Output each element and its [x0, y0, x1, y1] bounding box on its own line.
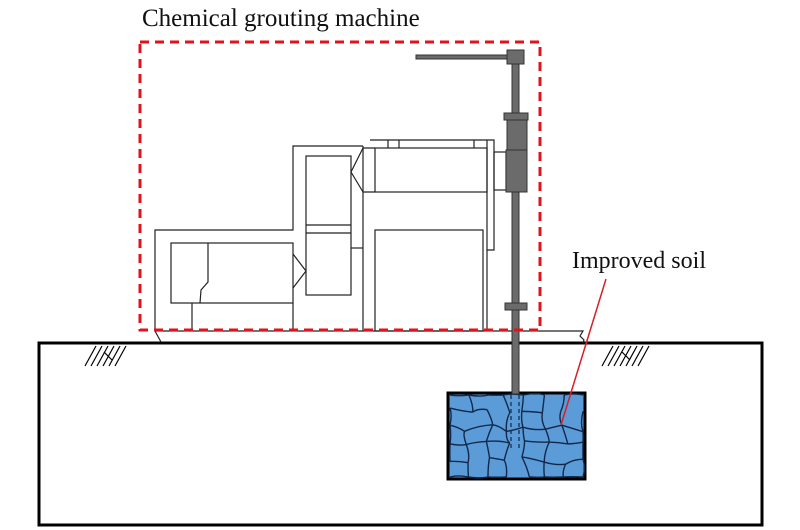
- soil-crack: [561, 424, 569, 445]
- soil-crack: [505, 412, 511, 432]
- soil-crack: [486, 440, 510, 444]
- soil-crack: [520, 411, 524, 428]
- machine-dashed-boundary: [138, 40, 542, 332]
- soil-crack: [521, 410, 543, 414]
- soil-crack: [544, 428, 550, 443]
- soil-crack: [485, 441, 491, 458]
- soil-crack: [489, 456, 505, 461]
- soil-crack: [449, 424, 465, 432]
- soil-crack: [487, 457, 491, 478]
- soil-crack: [472, 408, 488, 413]
- soil-crack: [561, 424, 584, 433]
- soil-crack: [524, 440, 550, 443]
- soil-crack: [468, 394, 489, 397]
- soil-crack: [545, 424, 562, 430]
- grouting-pipe: [415, 49, 529, 395]
- soil-crack: [485, 424, 494, 442]
- soil-crack: [486, 409, 494, 425]
- soil-crack: [449, 407, 473, 413]
- soil-label: Improved soil: [572, 248, 706, 274]
- soil-crack: [506, 426, 524, 433]
- soil-crack: [521, 456, 545, 463]
- soil-crack: [466, 440, 487, 446]
- soil-crack: [522, 426, 546, 431]
- soil-crack: [449, 443, 467, 446]
- soil-crack: [468, 476, 489, 479]
- soil-crack: [468, 394, 474, 413]
- soil-crack: [559, 394, 565, 413]
- ground-hatch-left: [84, 345, 127, 367]
- soil-cracks: [449, 392, 586, 479]
- soil-leader-line: [560, 278, 607, 426]
- soil-crack: [543, 461, 566, 466]
- soil-crack: [502, 394, 511, 413]
- ground-hatch-right: [601, 345, 650, 367]
- soil-crack: [465, 444, 470, 463]
- soil-crack: [543, 441, 550, 463]
- improved-soil-block: [446, 391, 587, 481]
- soil-crack: [463, 431, 467, 445]
- soil-crack: [503, 442, 511, 461]
- soil-crack: [541, 394, 546, 413]
- soil-crack: [565, 458, 584, 465]
- soil-crack: [563, 393, 584, 396]
- ground: [37, 341, 764, 527]
- soil-crack: [582, 458, 586, 478]
- soil-crack: [503, 459, 508, 478]
- soil-crack: [492, 424, 507, 433]
- soil-crack: [567, 441, 584, 445]
- machine-label: Chemical grouting machine: [142, 5, 420, 32]
- soil-crack: [521, 456, 531, 478]
- soil-crack: [549, 441, 568, 445]
- soil-crack: [449, 394, 469, 397]
- soil-crack: [522, 427, 526, 442]
- soil-crack: [464, 424, 493, 432]
- soil-crack: [449, 460, 469, 464]
- soil-crack: [521, 440, 526, 458]
- soil-crack: [523, 392, 545, 396]
- soil-crack: [449, 407, 452, 426]
- soil-crack: [543, 462, 546, 478]
- soil-crack: [449, 475, 469, 478]
- soil-crack: [580, 411, 584, 432]
- soil-crack: [521, 394, 525, 412]
- machine-platform: [154, 330, 585, 344]
- grouting-machine: [154, 139, 507, 332]
- soil-crack: [449, 425, 452, 444]
- soil-crack: [541, 412, 547, 430]
- soil-crack: [562, 463, 567, 478]
